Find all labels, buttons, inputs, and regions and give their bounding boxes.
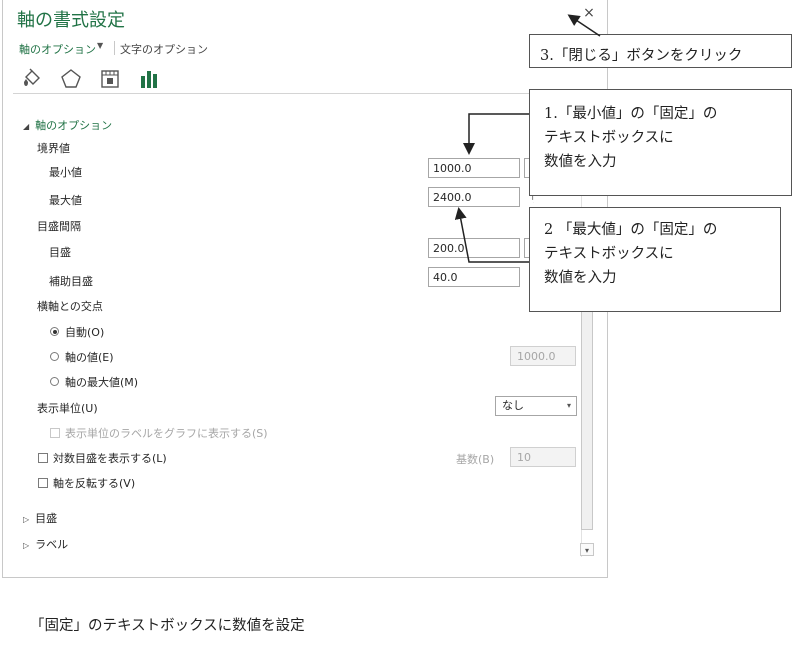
callout-close-text: 3.「閉じる」ボタンをクリック [540, 48, 743, 64]
show-units-label: 表示単位のラベルをグラフに表示する(S) [65, 427, 268, 440]
base-label: 基数(B) [456, 453, 495, 466]
size-properties-icon[interactable] [99, 68, 121, 90]
radio-auto[interactable] [50, 327, 59, 336]
reverse-axis-checkbox[interactable] [38, 478, 48, 488]
callout-min: 1.「最小値」の「固定」の テキストボックスに 数値を入力 [529, 89, 792, 196]
callout-min-line1: 1.「最小値」の「固定」の [544, 106, 718, 122]
min-label: 最小値 [49, 166, 82, 179]
units-label: 目盛間隔 [37, 220, 81, 233]
min-input[interactable]: 1000.0 [428, 158, 520, 178]
radio-axis-max-label[interactable]: 軸の最大値(M) [65, 376, 139, 389]
section-title: 軸のオプション [35, 119, 113, 132]
tab-text-options[interactable]: 文字のオプション [120, 43, 208, 56]
radio-auto-label[interactable]: 自動(O) [65, 326, 105, 339]
show-units-checkbox[interactable] [50, 428, 60, 438]
section-labels-title: ラベル [35, 538, 69, 551]
reverse-axis-label[interactable]: 軸を反転する(V) [53, 477, 136, 490]
radio-axis-value-label[interactable]: 軸の値(E) [65, 351, 114, 364]
section-ticks-title: 目盛 [35, 512, 58, 525]
collapsed-arrow-icon: ▷ [23, 541, 30, 550]
callout-max-line1: 2 「最大値」の「固定」の [544, 222, 718, 238]
scrollbar-thumb[interactable] [581, 300, 593, 530]
log-scale-checkbox[interactable] [38, 453, 48, 463]
axis-options-bar-icon[interactable] [138, 68, 160, 90]
callout-close: 3.「閉じる」ボタンをクリック [529, 34, 792, 68]
max-reset-button[interactable]: リセット [530, 191, 534, 206]
callout-max-line2: テキストボックスに [544, 246, 674, 262]
pane-title: 軸の書式設定 [17, 10, 125, 31]
effects-pentagon-icon[interactable] [60, 68, 82, 90]
bounds-label: 境界値 [37, 142, 70, 155]
display-units-select[interactable]: なし ▾ [495, 396, 577, 416]
close-icon[interactable]: × [583, 5, 595, 21]
format-axis-pane: 軸の書式設定 軸のオプション ▼ 文字のオプション ◢軸のオ [2, 0, 608, 578]
chevron-down-icon[interactable]: ▼ [97, 41, 104, 50]
tab-axis-options[interactable]: 軸のオプション [19, 43, 96, 56]
log-scale-label[interactable]: 対数目盛を表示する(L) [53, 452, 167, 465]
section-ticks[interactable]: ▷ 目盛 [23, 510, 57, 526]
radio-axis-max[interactable] [50, 377, 59, 386]
base-input[interactable]: 10 [510, 447, 576, 467]
callout-max: 2 「最大値」の「固定」の テキストボックスに 数値を入力 [529, 207, 781, 312]
major-label: 目盛 [49, 246, 71, 259]
section-labels[interactable]: ▷ ラベル [23, 536, 68, 552]
callout-max-line3: 数値を入力 [544, 270, 617, 286]
tab-separator [114, 41, 115, 55]
fill-line-icon[interactable] [21, 68, 43, 90]
chevron-down-icon: ▾ [566, 401, 571, 410]
callout-min-line2: テキストボックスに [544, 130, 674, 146]
collapsed-arrow-icon: ▷ [23, 515, 30, 524]
max-label: 最大値 [49, 194, 82, 207]
minor-label: 補助目盛 [49, 275, 93, 288]
major-input[interactable]: 200.0 [428, 238, 520, 258]
display-units-value: なし [502, 399, 524, 412]
display-units-label: 表示単位(U) [37, 402, 98, 415]
tab-divider [13, 93, 603, 94]
minor-input[interactable]: 40.0 [428, 267, 520, 287]
radio-axis-value[interactable] [50, 352, 59, 361]
expanded-arrow-icon: ◢ [23, 122, 30, 131]
section-axis-options[interactable]: ◢ 軸のオプション [23, 117, 112, 133]
axis-value-input[interactable]: 1000.0 [510, 346, 576, 366]
scroll-down-button[interactable]: ▾ [580, 543, 594, 556]
callout-min-line3: 数値を入力 [544, 154, 617, 170]
max-input[interactable]: 2400.0 [428, 187, 520, 207]
cross-label: 横軸との交点 [37, 300, 103, 313]
figure-caption: 「固定」のテキストボックスに数値を設定 [30, 618, 305, 634]
